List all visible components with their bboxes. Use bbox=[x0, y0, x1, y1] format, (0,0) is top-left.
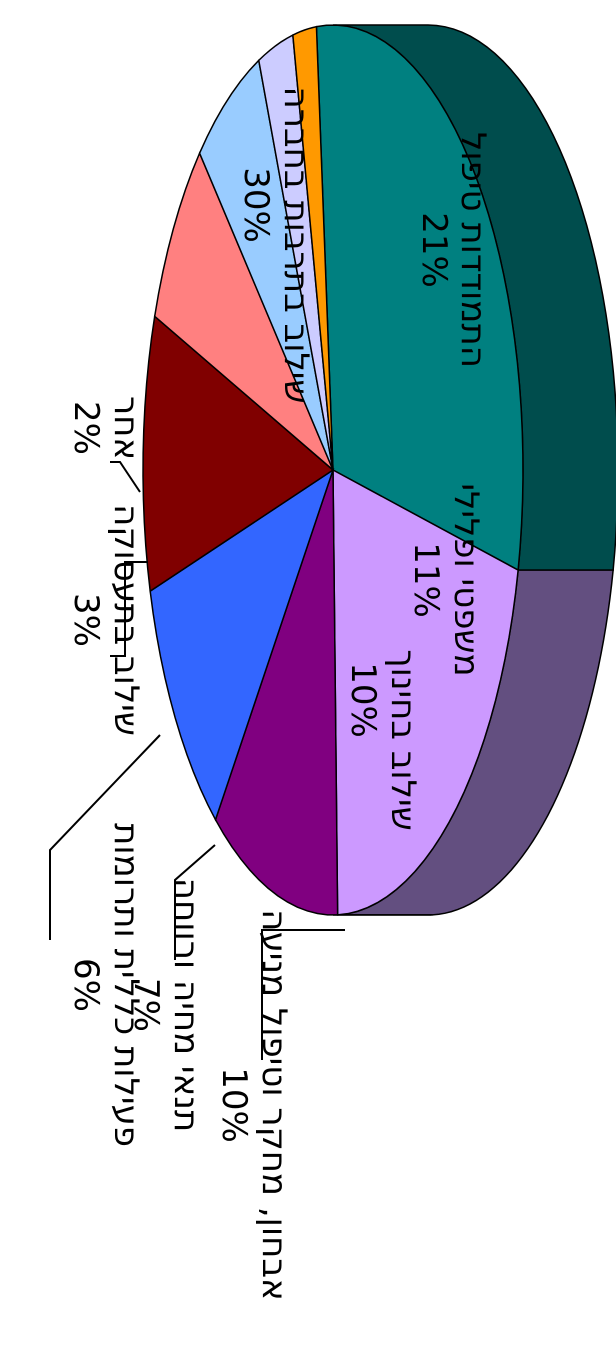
slice-label-pct: 11% bbox=[406, 542, 446, 618]
slice-label-name: אחר bbox=[106, 396, 146, 460]
pie-slice-8 bbox=[292, 25, 334, 471]
slice-label-pct: 10% bbox=[343, 662, 383, 738]
pie-slice-0 bbox=[315, 24, 524, 572]
slice-label-pct: 6% bbox=[66, 958, 106, 1012]
data-labels: שילוב בתרבות בחברה 30% התמודדות טיפול 21… bbox=[66, 87, 493, 1301]
slice-label-name: שילוב בתרבות בחברה bbox=[276, 87, 316, 404]
slice-label-pct: 21% bbox=[414, 212, 454, 288]
pie-slice-7 bbox=[257, 33, 334, 471]
slice-label-name: התמודדות טיפול bbox=[453, 132, 493, 368]
slice-label-pct: 30% bbox=[236, 167, 276, 243]
pie-slice-6 bbox=[198, 58, 334, 471]
pie-slice-2 bbox=[214, 469, 339, 916]
leader-line-6 bbox=[49, 734, 161, 940]
slice-label-pct: 7% bbox=[126, 978, 166, 1032]
leader-lines bbox=[49, 461, 345, 1060]
slice-label-name: שילוב בחינוך bbox=[383, 649, 423, 830]
leader-line-5 bbox=[174, 844, 216, 960]
slice-label-name: שילוב בתעסוקה bbox=[106, 504, 146, 736]
slice-label-name: פעילות כללית ותרומות bbox=[106, 823, 146, 1147]
leader-line-7 bbox=[110, 561, 148, 657]
slice-label-pct: 10% bbox=[214, 1067, 254, 1143]
slice-label-name: אבחון, מחקר וטיפול מניעה bbox=[254, 909, 294, 1301]
leader-line-8 bbox=[110, 461, 141, 493]
pie-slice-4 bbox=[142, 314, 335, 593]
leader-line-4 bbox=[261, 929, 345, 1060]
slice-label-name: תנאי מחיה ורווחה bbox=[166, 878, 206, 1132]
pie-slice-3 bbox=[149, 468, 335, 822]
pie-slice-1 bbox=[332, 468, 519, 916]
slice-label-name: משפטי ופלילי bbox=[446, 483, 486, 676]
slice-label-pct: 2% bbox=[66, 401, 106, 455]
slice-label-pct: 3% bbox=[66, 593, 106, 647]
pie-slices bbox=[142, 24, 524, 916]
pie-slice-5 bbox=[153, 151, 334, 471]
